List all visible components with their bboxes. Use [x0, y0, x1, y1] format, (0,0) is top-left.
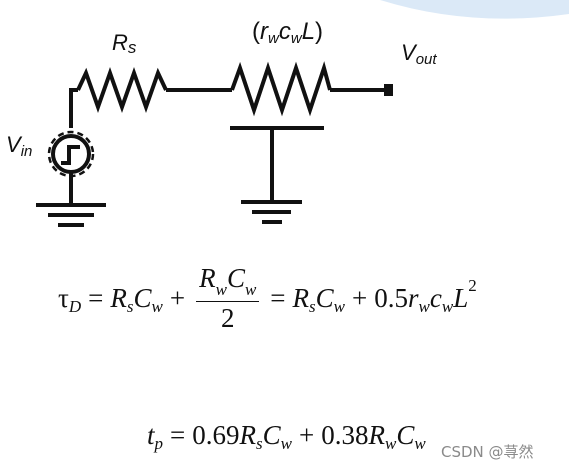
wire-label-open: (: [252, 18, 260, 45]
fraction-denominator: 2: [220, 303, 235, 333]
rs-main: R: [112, 30, 128, 55]
vin-main: V: [6, 132, 21, 157]
vout-sub: out: [415, 51, 437, 68]
tp-term2-rw-sub: w: [384, 433, 397, 453]
term2-rs-sub: s: [309, 296, 316, 316]
term3-rw: r: [408, 283, 419, 313]
source-lead-wire: [69, 88, 78, 128]
wire-label-l: L: [301, 18, 316, 45]
tp-term1-cw-sub: w: [280, 433, 292, 453]
num-rw-sub: w: [215, 280, 227, 299]
term2-cw: C: [315, 283, 334, 313]
equals-sign-2: =: [270, 283, 286, 313]
fraction-numerator: RwCw: [196, 263, 260, 302]
tp-plus-sign: +: [298, 420, 315, 450]
source-outer-ring: [47, 130, 95, 178]
num-rw: R: [199, 263, 216, 293]
step-function-icon: [61, 145, 80, 165]
wire-label-r-sub: w: [268, 30, 279, 47]
tp-equals-sign: =: [170, 420, 186, 450]
wire-label-close: ): [315, 18, 324, 45]
wire-label-c: c: [278, 18, 291, 45]
tp-symbol: t: [147, 420, 155, 450]
tau-symbol: τ: [58, 283, 69, 313]
ground-icon-capacitor: [241, 200, 302, 224]
coefficient-069: 0.69: [192, 420, 240, 450]
plus-sign-2: +: [352, 283, 368, 313]
term3-l-exponent: 2: [468, 275, 477, 295]
tp-term1-rs: R: [239, 420, 257, 450]
rs-resistor: [76, 66, 168, 114]
vout-label: Vout: [401, 40, 437, 68]
wire-resistor: [230, 61, 332, 117]
vin-sub: in: [20, 143, 33, 160]
csdn-watermark: CSDN @荨然: [441, 443, 534, 461]
output-terminal: [384, 84, 393, 96]
tp-term2-cw-sub: w: [414, 433, 426, 453]
term-cw-sub: w: [151, 296, 163, 316]
plus-sign: +: [169, 283, 186, 313]
vout-main: V: [401, 40, 416, 65]
term3-rw-sub: w: [418, 296, 430, 316]
tp-term2-cw: C: [396, 420, 415, 450]
tp-term1-rs-sub: s: [256, 433, 263, 453]
num-cw-sub: w: [244, 280, 257, 299]
term3-cw: c: [429, 283, 442, 313]
coefficient-038: 0.38: [321, 420, 369, 450]
coefficient-half: 0.5: [374, 283, 408, 313]
tp-term1-cw: C: [262, 420, 281, 450]
term3-l: L: [453, 283, 469, 313]
rs-label: Rs: [112, 30, 137, 57]
wire-rc-label: (rwcwL): [252, 18, 324, 47]
term-cw: C: [133, 283, 152, 313]
term3-cw-sub: w: [441, 296, 454, 316]
tp-term2-rw: R: [368, 420, 385, 450]
wire-label-r: r: [260, 18, 268, 45]
vin-label: Vin: [6, 132, 33, 160]
half-rwcw-fraction: RwCw 2: [196, 263, 260, 334]
equals-sign: =: [88, 283, 104, 313]
rs-sub: s: [127, 38, 137, 57]
term2-rs: R: [292, 283, 310, 313]
term-rs: R: [110, 283, 127, 313]
term2-cw-sub: w: [333, 296, 346, 316]
num-cw: C: [226, 263, 245, 293]
tau-sub: D: [68, 296, 82, 316]
wire-label-c-sub: w: [290, 30, 302, 47]
term-rs-sub: s: [126, 296, 134, 316]
ground-icon-source: [36, 203, 106, 227]
tp-sub: p: [154, 433, 164, 453]
